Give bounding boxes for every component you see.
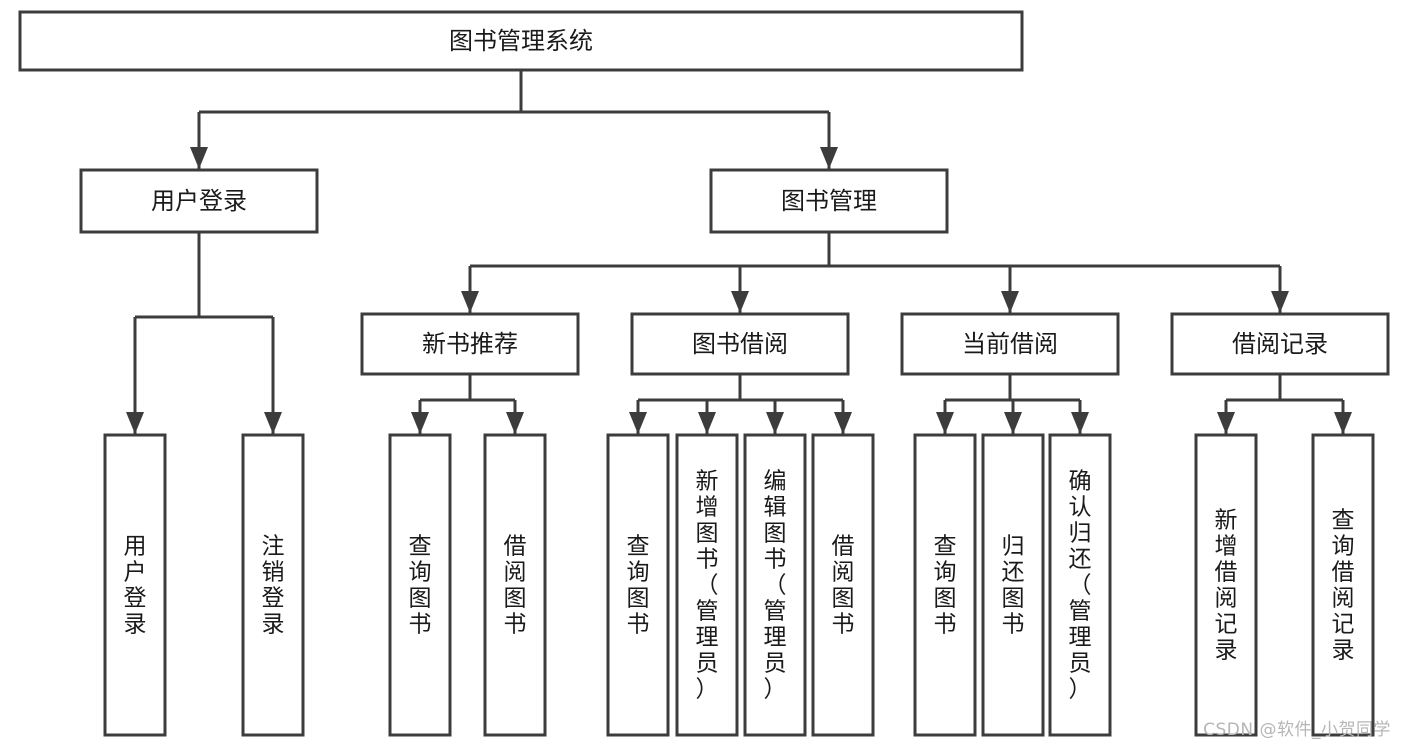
node-box-leaf-rec-borrow (483, 433, 547, 737)
node-borrow-record[interactable]: 借阅记录 (1170, 312, 1390, 376)
node-label-leaf-record-query: 查询借阅记录 (1332, 507, 1355, 663)
arrow-head-icon (766, 412, 784, 434)
node-leaf-rec-borrow[interactable]: 借阅图书 (483, 433, 547, 737)
node-box-leaf-borrow-query (606, 433, 670, 737)
arrow-head-icon (1334, 412, 1352, 434)
node-label-leaf-borrow-lend: 借阅图书 (832, 533, 855, 637)
arrow-head-icon (506, 412, 524, 434)
node-book-borrow[interactable]: 图书借阅 (630, 312, 850, 376)
node-root[interactable]: 图书管理系统 (18, 10, 1024, 72)
node-current-borrow[interactable]: 当前借阅 (900, 312, 1120, 376)
node-box-book-manage (709, 168, 949, 234)
node-box-current-borrow (900, 312, 1120, 376)
node-leaf-rec-query[interactable]: 查询图书 (388, 433, 452, 737)
arrow-head-icon (1071, 412, 1089, 434)
arrow-head-icon (820, 147, 838, 169)
node-label-book-manage: 图书管理 (781, 187, 877, 215)
node-box-leaf-record-add (1194, 433, 1258, 737)
arrow-head-icon (126, 412, 144, 434)
node-label-book-borrow: 图书借阅 (692, 330, 788, 358)
arrow-head-icon (698, 412, 716, 434)
node-user-login[interactable]: 用户登录 (79, 168, 319, 234)
node-box-root (18, 10, 1024, 72)
node-leaf-borrow-edit[interactable]: 编辑图书（管理员） (743, 433, 807, 737)
node-label-leaf-user-logout: 注销登录 (262, 533, 285, 637)
arrow-head-icon (264, 412, 282, 434)
node-label-new-book-rec: 新书推荐 (422, 330, 518, 358)
node-box-leaf-user-logout (241, 433, 305, 737)
node-box-leaf-record-query (1311, 433, 1375, 737)
arrow-head-icon (834, 412, 852, 434)
arrow-head-icon (1004, 412, 1022, 434)
connector-group-book-manage (461, 232, 1289, 313)
node-label-borrow-record: 借阅记录 (1232, 330, 1328, 358)
arrow-head-icon (936, 412, 954, 434)
node-leaf-record-query[interactable]: 查询借阅记录 (1311, 433, 1375, 737)
node-leaf-borrow-lend[interactable]: 借阅图书 (811, 433, 875, 737)
arrow-head-icon (1271, 291, 1289, 313)
node-layer: 图书管理系统用户登录图书管理新书推荐图书借阅当前借阅借阅记录用户登录注销登录查询… (18, 10, 1390, 737)
node-leaf-user-logout[interactable]: 注销登录 (241, 433, 305, 737)
node-leaf-current-return[interactable]: 归还图书 (981, 433, 1045, 737)
node-box-leaf-current-confirm (1048, 433, 1112, 737)
node-label-root: 图书管理系统 (449, 27, 593, 55)
connector-group-borrow-record (1217, 374, 1352, 434)
node-label-leaf-user-login: 用户登录 (124, 533, 147, 637)
node-leaf-current-query[interactable]: 查询图书 (913, 433, 977, 737)
node-label-user-login: 用户登录 (151, 187, 247, 215)
node-label-leaf-rec-query: 查询图书 (409, 533, 432, 637)
connector-group-root (190, 70, 838, 169)
node-book-manage[interactable]: 图书管理 (709, 168, 949, 234)
node-box-book-borrow (630, 312, 850, 376)
node-leaf-user-login[interactable]: 用户登录 (103, 433, 167, 737)
node-box-leaf-borrow-edit (743, 433, 807, 737)
node-box-leaf-borrow-lend (811, 433, 875, 737)
node-label-leaf-current-return: 归还图书 (1002, 533, 1025, 637)
node-leaf-borrow-add[interactable]: 新增图书（管理员） (675, 433, 739, 737)
node-label-leaf-record-add: 新增借阅记录 (1215, 507, 1238, 663)
node-box-leaf-current-query (913, 433, 977, 737)
arrow-head-icon (411, 412, 429, 434)
node-box-user-login (79, 168, 319, 234)
node-label-current-borrow: 当前借阅 (962, 330, 1058, 358)
node-box-leaf-borrow-add (675, 433, 739, 737)
node-new-book-rec[interactable]: 新书推荐 (360, 312, 580, 376)
node-leaf-current-confirm[interactable]: 确认归还（管理员） (1048, 433, 1112, 737)
node-box-leaf-user-login (103, 433, 167, 737)
arrow-head-icon (1001, 291, 1019, 313)
connector-layer (126, 70, 1352, 434)
connector-group-book-borrow (629, 374, 852, 434)
connector-group-new-book-rec (411, 374, 524, 434)
node-label-leaf-borrow-edit: 编辑图书（管理员） (764, 468, 787, 702)
arrow-head-icon (461, 291, 479, 313)
connector-group-user-login (126, 232, 282, 434)
arrow-head-icon (629, 412, 647, 434)
node-box-new-book-rec (360, 312, 580, 376)
arrow-head-icon (731, 291, 749, 313)
arrow-head-icon (190, 147, 208, 169)
arrow-head-icon (1217, 412, 1235, 434)
connector-group-current-borrow (936, 374, 1089, 434)
node-box-borrow-record (1170, 312, 1390, 376)
node-label-leaf-borrow-query: 查询图书 (627, 533, 650, 637)
node-label-leaf-borrow-add: 新增图书（管理员） (696, 468, 719, 702)
node-label-leaf-current-query: 查询图书 (934, 533, 957, 637)
node-leaf-borrow-query[interactable]: 查询图书 (606, 433, 670, 737)
node-label-leaf-current-confirm: 确认归还（管理员） (1069, 468, 1092, 702)
node-leaf-record-add[interactable]: 新增借阅记录 (1194, 433, 1258, 737)
node-box-leaf-current-return (981, 433, 1045, 737)
node-label-leaf-rec-borrow: 借阅图书 (504, 533, 527, 637)
node-box-leaf-rec-query (388, 433, 452, 737)
